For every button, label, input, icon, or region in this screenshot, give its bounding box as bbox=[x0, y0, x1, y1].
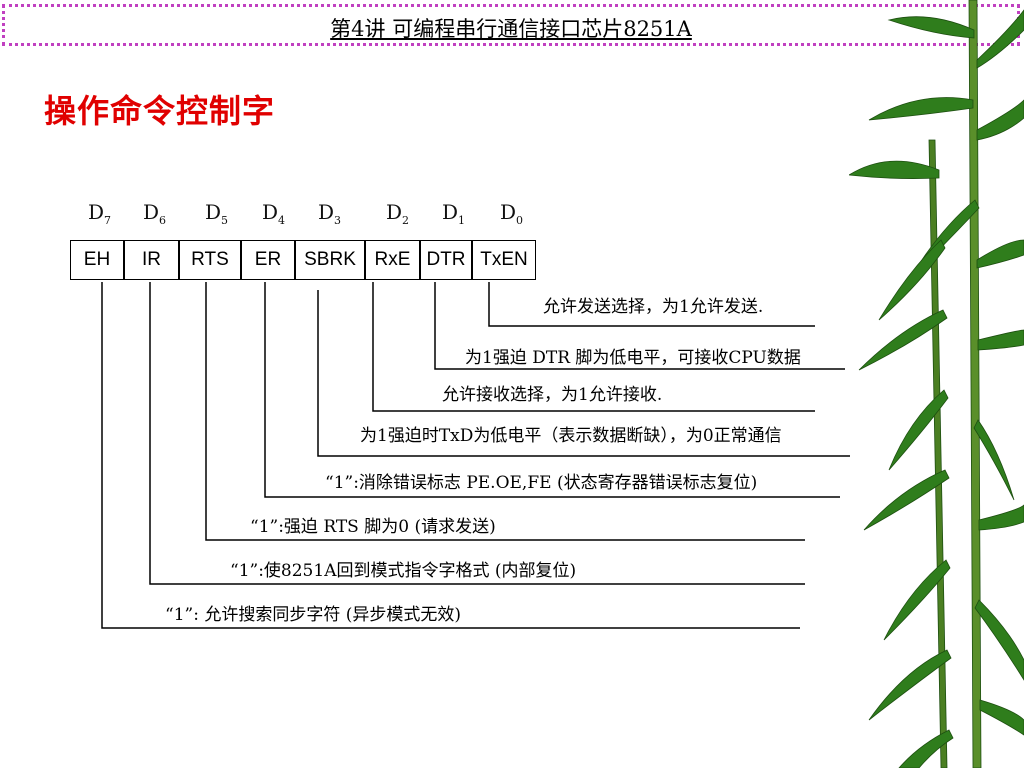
bit-label-d0: D0 bbox=[500, 200, 524, 227]
desc-eh: “1”: 允许搜索同步字符 (异步模式无效) bbox=[165, 605, 461, 625]
desc-txen: 允许发送选择，为1允许发送. bbox=[543, 297, 764, 317]
header-title: 第4讲 可编程串行通信接口芯片8251A bbox=[330, 17, 692, 41]
desc-dtr: 为1强迫 DTR 脚为低电平，可接收CPU数据 bbox=[465, 348, 801, 368]
connector-rxe bbox=[372, 282, 815, 412]
bit-label-d7: D7 bbox=[88, 200, 112, 227]
reg-cell-txen: TxEN bbox=[472, 240, 536, 280]
bit-label-d3: D3 bbox=[318, 200, 342, 227]
desc-er: “1”:消除错误标志 PE.OE,FE (状态寄存器错误标志复位) bbox=[325, 473, 758, 493]
connector-er bbox=[264, 282, 840, 498]
connector-rts bbox=[205, 282, 805, 541]
bit-label-d2: D2 bbox=[386, 200, 410, 227]
connector-eh bbox=[101, 282, 800, 629]
desc-rxe: 允许接收选择，为1允许接收. bbox=[442, 385, 663, 405]
reg-cell-ir: IR bbox=[124, 240, 179, 280]
bit-label-d4: D4 bbox=[262, 200, 286, 227]
bit-label-d1: D1 bbox=[442, 200, 466, 227]
reg-cell-er: ER bbox=[241, 240, 295, 280]
desc-sbrk: 为1强迫时TxD为低电平（表示数据断缺），为0正常通信 bbox=[360, 426, 782, 446]
reg-cell-rxe: RxE bbox=[365, 240, 420, 280]
bit-label-d5: D5 bbox=[205, 200, 229, 227]
bamboo-decoration bbox=[849, 0, 1024, 768]
connector-ir bbox=[149, 282, 805, 585]
connector-dtr bbox=[434, 282, 845, 370]
connector-sbrk bbox=[317, 290, 850, 457]
connector-txen bbox=[488, 282, 815, 327]
bit-label-d6: D6 bbox=[143, 200, 167, 227]
desc-rts: “1”:强迫 RTS 脚为0 (请求发送) bbox=[250, 517, 496, 537]
reg-cell-dtr: DTR bbox=[420, 240, 472, 280]
reg-cell-eh: EH bbox=[70, 240, 124, 280]
header-bar: 第4讲 可编程串行通信接口芯片8251A bbox=[2, 4, 1020, 46]
desc-ir: “1”:使8251A回到模式指令字格式 (内部复位) bbox=[230, 561, 577, 581]
slide-title: 操作命令控制字 bbox=[44, 92, 276, 130]
reg-cell-rts: RTS bbox=[179, 240, 241, 280]
reg-cell-sbrk: SBRK bbox=[295, 240, 365, 280]
